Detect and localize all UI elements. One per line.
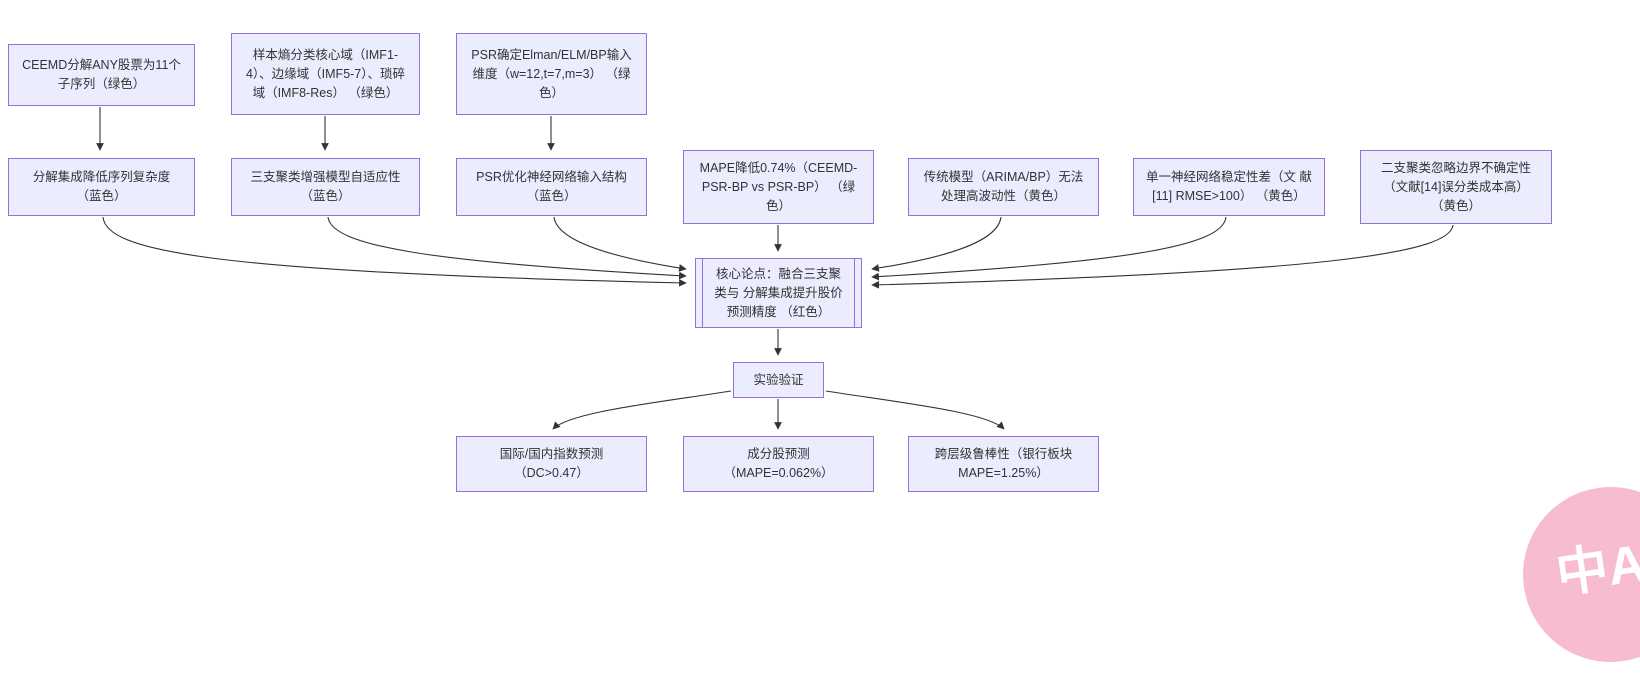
node-core-thesis: 核心论点：融合三支聚类与 分解集成提升股价预测精度 （红色） <box>695 258 862 328</box>
node-decompose-complexity: 分解集成降低序列复杂度 （蓝色） <box>8 158 195 216</box>
node-experiment-validation: 实验验证 <box>733 362 824 398</box>
node-psr-structure: PSR优化神经网络输入结构 （蓝色） <box>456 158 647 216</box>
edge-n6-core <box>553 216 687 272</box>
translate-badge-label: 中A <box>1552 534 1640 605</box>
edge-n5-core <box>327 216 687 280</box>
edge-exp-n13 <box>825 390 1005 430</box>
node-sample-entropy: 样本熵分类核心域（IMF1-4）、边缘域（IMF5-7）、琐碎域（IMF8-Re… <box>231 33 420 115</box>
node-index-forecast: 国际/国内指数预测 （DC>0.47） <box>456 436 647 492</box>
translate-badge[interactable]: 中A <box>1511 475 1640 673</box>
node-mape-improvement: MAPE降低0.74%（CEEMD-PSR-BP vs PSR-BP） （绿色） <box>683 150 874 224</box>
node-traditional-limits: 传统模型（ARIMA/BP）无法 处理高波动性（黄色） <box>908 158 1099 216</box>
node-psr-dimensions: PSR确定Elman/ELM/BP输入 维度（w=12,t=7,m=3） （绿色… <box>456 33 647 115</box>
node-two-way-boundary: 二支聚类忽略边界不确定性 （文献[14]误分类成本高） （黄色） <box>1360 150 1552 224</box>
edge-n4-core <box>102 216 687 287</box>
node-cross-level-robust: 跨层级鲁棒性（银行板块 MAPE=1.25%） <box>908 436 1099 492</box>
node-single-nn-unstable: 单一神经网络稳定性差（文 献[11] RMSE>100） （黄色） <box>1133 158 1325 216</box>
edge-n9-core <box>871 216 1227 281</box>
node-three-way-adaptive: 三支聚类增强模型自适应性 （蓝色） <box>231 158 420 216</box>
edge-exp-n11 <box>552 390 732 430</box>
edge-n10-core <box>871 224 1454 289</box>
node-ceemd-decompose: CEEMD分解ANY股票为11个 子序列（绿色） <box>8 44 195 106</box>
node-constituent-forecast: 成分股预测 （MAPE=0.062%） <box>683 436 874 492</box>
edge-n8-core <box>871 216 1002 272</box>
